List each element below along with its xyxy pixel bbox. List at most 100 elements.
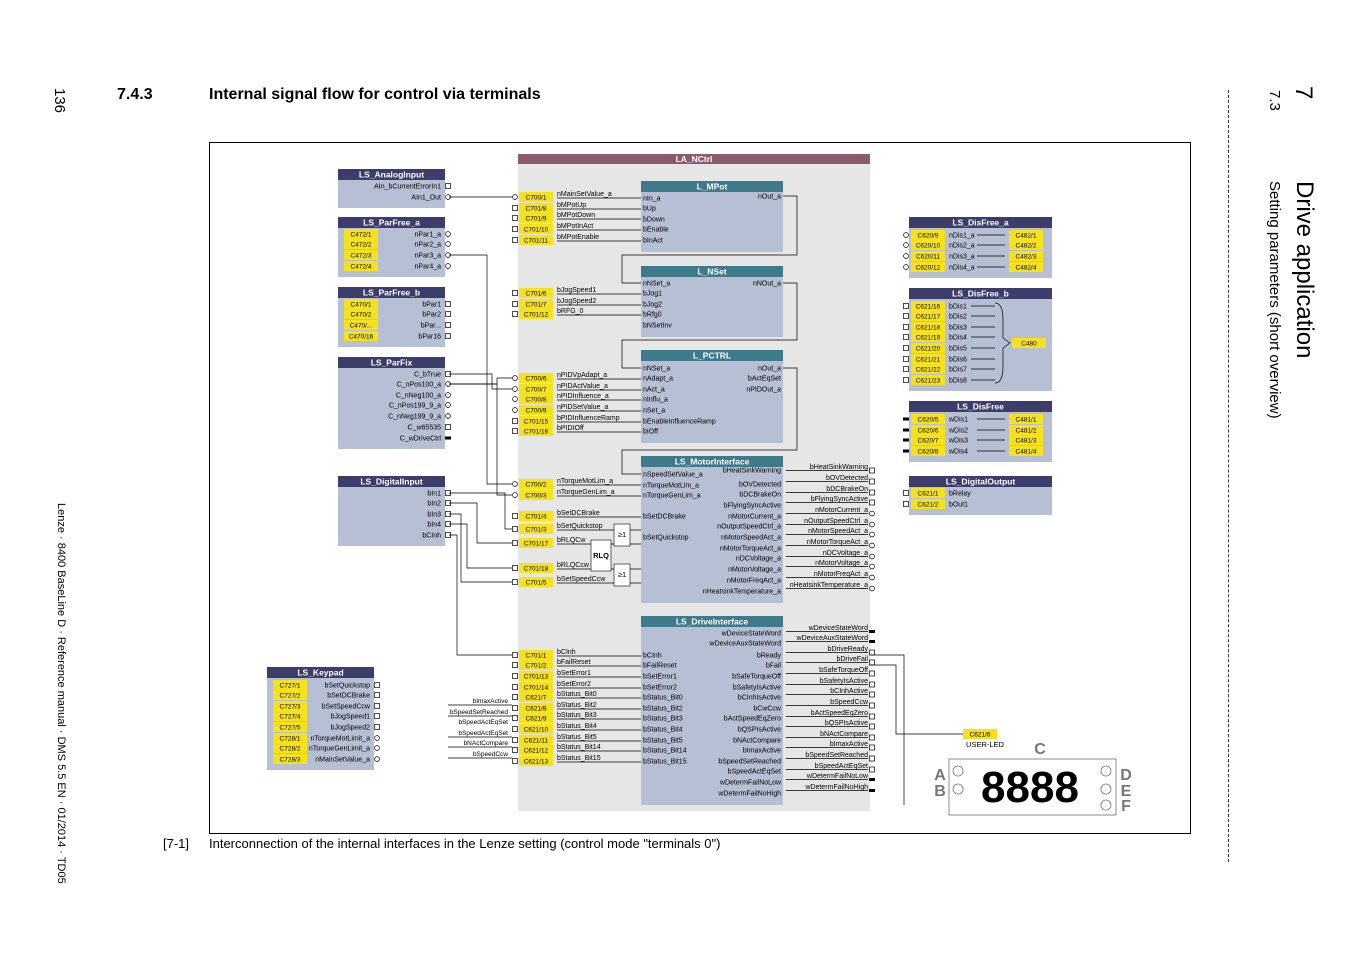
left-block-port-label: C_nPos199_9_a <box>389 403 441 410</box>
inner-input-label: bStatus_Bit3 <box>643 716 683 723</box>
wire <box>621 195 798 284</box>
mid-input-label: bStatus_Bit5 <box>557 734 597 741</box>
bool-port <box>512 311 518 317</box>
wire <box>449 502 512 544</box>
bool-port <box>903 324 909 330</box>
code-text: C700/7 <box>526 387 547 394</box>
bool-port <box>903 334 909 340</box>
bool-port <box>869 766 875 773</box>
mid-input-label: bPIDIOff <box>557 425 584 432</box>
word-port <box>903 417 909 421</box>
code-text: C621/22 <box>916 367 941 374</box>
right-block-port-label: bDis4 <box>949 335 967 342</box>
analog-port <box>869 574 875 581</box>
mid-input-code <box>519 224 553 234</box>
code-text: C472/1 <box>351 232 372 239</box>
analog-port <box>869 510 875 517</box>
inner-block-body <box>641 181 783 252</box>
mid-input-label: bJogSpeed2 <box>557 298 596 305</box>
inner-block-body <box>641 350 783 443</box>
mid-input-label: bSetQuickstop <box>557 523 603 530</box>
right-in-code <box>911 414 945 424</box>
bool-port <box>869 478 875 485</box>
code-text: C621/2 <box>918 502 939 509</box>
code-text: C701/3 <box>526 527 547 534</box>
keypad-button <box>952 765 964 777</box>
code-text: C701/4 <box>526 514 547 521</box>
right-in-code <box>911 343 945 353</box>
left-block-port-label: bPar1 <box>422 302 441 309</box>
mid-input-code <box>519 479 553 489</box>
code-text: C620/7 <box>918 438 939 445</box>
display-digits: 8888 <box>981 763 1079 812</box>
mid-input-label: bStatus_Bit0 <box>557 691 597 698</box>
left-block-title: LS_ParFix <box>371 358 413 368</box>
inner-input-label: bUp <box>643 206 656 213</box>
left-block-port-label: AIn1_Out <box>411 195 441 202</box>
left-block-port-label: nPar1_a <box>415 232 442 239</box>
mid-input-code <box>519 309 553 319</box>
section-number: 7.4.3 <box>117 86 153 103</box>
bool-port <box>512 715 518 721</box>
inner-input-label: bEnable <box>643 227 669 234</box>
inner-input-label: nNSet_a <box>643 281 670 288</box>
inner-output-label: nHeatsinkTemperature_a <box>703 589 781 596</box>
mid-input-label: bStatus_Bit15 <box>557 755 601 762</box>
inner-output-label: nMotorCurrent_a <box>728 514 781 521</box>
left-block-header <box>267 667 374 678</box>
analog-port <box>869 585 875 592</box>
mid-input-code <box>519 563 553 573</box>
mid-input-code <box>519 299 553 309</box>
bool-port <box>512 662 518 668</box>
led-label: USER-LED <box>966 740 1005 749</box>
code-text: C480 <box>1021 341 1037 348</box>
code-text: C621/12 <box>524 748 549 755</box>
code-text: C700/6 <box>526 376 547 383</box>
outer-output2-label: wDetermFailNoLow <box>806 773 869 780</box>
outer-output-label: nDCVoltage_a <box>823 550 868 557</box>
inner-output-label: wDetermFailNoHigh <box>717 791 781 798</box>
mid-input-code <box>519 490 553 500</box>
left-block-port-label: bJogSpeed1 <box>331 714 370 721</box>
inner-input-label: nSet_a <box>643 408 665 415</box>
analog-port <box>445 413 451 419</box>
analog-port <box>869 521 875 528</box>
code-text: C727/5 <box>280 725 301 732</box>
outer-output2-label: bSpeedCcw <box>830 699 869 706</box>
mid-input-code <box>519 384 553 394</box>
inner-output-label: bQSPIsActive <box>738 727 781 734</box>
code-text: C620/11 <box>916 254 940 261</box>
left-block-port-label: C_w65535 <box>408 425 442 432</box>
code-tag <box>273 733 307 743</box>
analog-port <box>512 492 518 498</box>
inner-output-label: bReady <box>757 653 782 660</box>
inner-input-label: bCInh <box>643 653 662 660</box>
inner-block-header <box>641 616 783 627</box>
left-block-port-label: C_bTrue <box>414 372 441 379</box>
outer-output2-label: wDetermFailNoHigh <box>804 784 868 791</box>
outer-output2-label: bSafeTorqueOff <box>819 667 868 674</box>
right-in-code <box>911 375 945 385</box>
mid-input-code <box>519 416 553 426</box>
diagram-frame <box>209 142 1191 834</box>
mid-input-label: bMPotInAct <box>557 223 593 230</box>
code-text: C701/8 <box>526 206 547 213</box>
bool-port <box>512 290 518 296</box>
mid-input-label: nPIDSetValue_a <box>557 404 608 411</box>
analog-port <box>512 396 518 402</box>
right-in-code <box>911 435 945 445</box>
inner-input-label: bIOff <box>643 429 658 436</box>
or-gate-2 <box>613 563 631 587</box>
right-in-code <box>911 499 945 509</box>
mid-input-code <box>519 192 553 202</box>
code-tag <box>273 743 307 753</box>
left-block-port-label: bSetSpeedCcw <box>322 704 371 711</box>
outer-output-label: nMotorTorqueAct_a <box>807 539 868 546</box>
inner-input-label: bSetDCBrake <box>643 514 686 521</box>
code-text: C621/11 <box>524 738 548 745</box>
outer-output-label: bFlyingSyncActive <box>811 496 868 503</box>
mid-input-code <box>519 756 553 766</box>
bool-port <box>903 501 909 507</box>
code-text: C470/1 <box>351 302 372 309</box>
word-port <box>869 630 875 633</box>
